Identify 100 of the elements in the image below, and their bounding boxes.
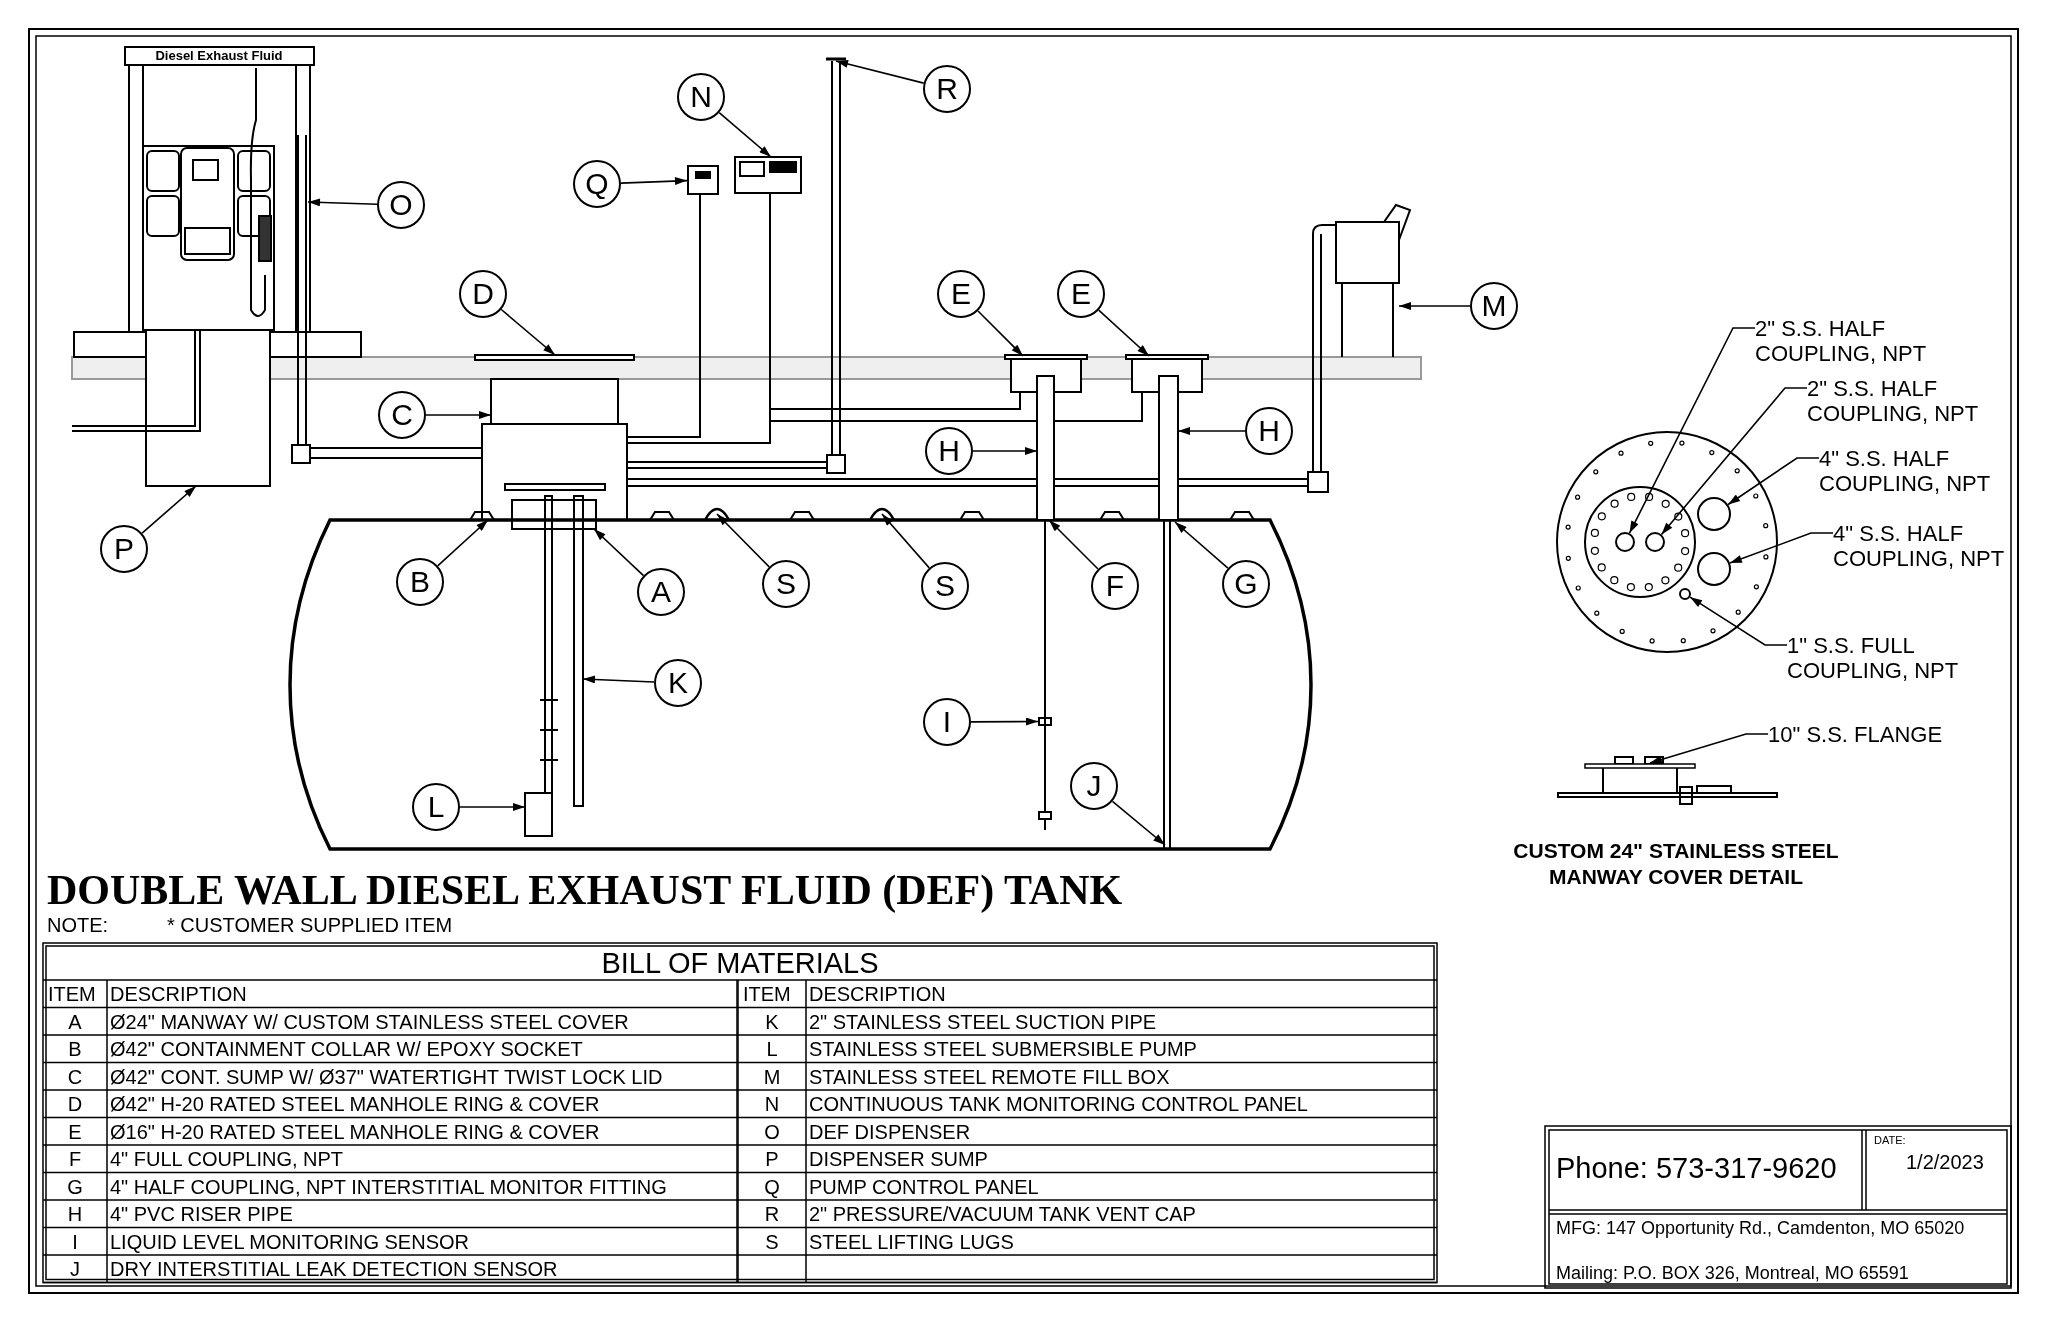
callout-bubble: K	[654, 659, 702, 707]
leader-arrow	[716, 513, 770, 568]
column-header: ITEM	[743, 982, 791, 1007]
item-description: CONTINUOUS TANK MONITORING CONTROL PANEL	[809, 1092, 1308, 1117]
table-title: BILL OF MATERIALS	[600, 946, 880, 981]
leader-arrow	[972, 447, 1038, 455]
item-letter: A	[67, 1009, 83, 1035]
leader-arrow	[1111, 800, 1166, 846]
leader-arrow	[718, 111, 772, 158]
leader-arrow	[1398, 302, 1471, 310]
callout-bubble: P	[100, 525, 148, 573]
leader-arrow	[582, 675, 655, 684]
item-description: 4" PVC RISER PIPE	[110, 1202, 293, 1227]
item-letter: N	[763, 1092, 781, 1117]
item-letter: F	[67, 1147, 83, 1172]
callout-bubble: E	[937, 270, 985, 318]
item-letter: P	[764, 1147, 780, 1172]
callout-bubble: L	[412, 783, 460, 831]
item-letter: J	[69, 1257, 81, 1282]
leader-arrow	[436, 519, 489, 567]
callout-bubble: J	[1070, 762, 1118, 810]
column-header: ITEM	[48, 982, 96, 1007]
phone-number: Phone: 573-317-9620	[1556, 1151, 1837, 1186]
leader-arrow	[970, 717, 1039, 726]
item-letter: S	[764, 1229, 780, 1255]
item-description: DISPENSER SUMP	[809, 1147, 988, 1172]
callout-bubble: Q	[573, 160, 621, 208]
coupling-hole	[1679, 588, 1691, 600]
callout-bubble: I	[923, 698, 971, 746]
callout-bubble: N	[677, 73, 725, 121]
callout-bubble: H	[925, 427, 973, 475]
column-header: DESCRIPTION	[809, 982, 946, 1007]
leader-arrow	[459, 803, 526, 811]
detail-caption: CUSTOM 24" STAINLESS STEEL MANWAY COVER DETAIL	[1512, 838, 1840, 891]
callout-text: 10" S.S. FLANGE	[1768, 722, 1943, 747]
item-letter: D	[66, 1092, 84, 1117]
leader-arrow	[835, 60, 925, 84]
item-description: 4" FULL COUPLING, NPT	[110, 1147, 344, 1172]
item-letter: I	[71, 1229, 79, 1255]
control-panel	[687, 165, 719, 195]
column-header: DESCRIPTION	[110, 982, 247, 1007]
item-description: PUMP CONTROL PANEL	[809, 1174, 1039, 1200]
leader-arrow	[1660, 387, 1808, 536]
callout-bubble: A	[637, 568, 685, 616]
callout-bubble: M	[1470, 282, 1518, 330]
leader-arrow	[1689, 596, 1788, 646]
item-description: Ø24" MANWAY W/ CUSTOM STAINLESS STEEL COVER	[110, 1009, 629, 1035]
coupling-hole	[1697, 497, 1731, 531]
item-description: 2" PRESSURE/VACUUM TANK VENT CAP	[809, 1202, 1196, 1227]
item-description: Ø42" CONT. SUMP W/ Ø37" WATERTIGHT TWIST LOCK LID	[110, 1064, 663, 1090]
callout-bubble: S	[921, 562, 969, 610]
callout-bubble: D	[459, 270, 507, 318]
date-label: DATE:	[1874, 1134, 1906, 1148]
item-description: STAINLESS STEEL REMOTE FILL BOX	[809, 1064, 1170, 1090]
callout-bubble: G	[1222, 560, 1270, 608]
callout-bubble: H	[1245, 407, 1293, 455]
coupling-hole	[1615, 532, 1635, 552]
item-letter: E	[67, 1119, 83, 1145]
item-letter: M	[762, 1064, 782, 1090]
callout-text: 4" S.S. HALF COUPLING, NPT	[1833, 521, 2023, 571]
item-description: DEF DISPENSER	[809, 1119, 971, 1145]
flange-plate	[1584, 763, 1696, 769]
callout-text: 2" S.S. HALF COUPLING, NPT	[1755, 316, 1945, 366]
drawing-title: DOUBLE WALL DIESEL EXHAUST FLUID (DEF) TANK	[47, 866, 1123, 914]
item-description: Ø42" CONTAINMENT COLLAR W/ EPOXY SOCKET	[110, 1037, 583, 1062]
coupling-hole	[1645, 532, 1665, 552]
callout-bubble: C	[378, 391, 426, 439]
leader-arrow	[307, 198, 378, 207]
item-description: Ø42" H-20 RATED STEEL MANHOLE RING & COVER	[110, 1092, 600, 1117]
level-sensor-float	[1038, 717, 1052, 726]
address-text: MFG: 147 Opportunity Rd., Camdenton, MO 65020	[1556, 1217, 1966, 1240]
item-description: 4" HALF COUPLING, NPT INTERSTITIAL MONITOR FITTING	[110, 1174, 667, 1200]
leader-arrow	[1628, 327, 1756, 534]
item-letter: G	[66, 1174, 84, 1200]
callout-text: 4" S.S. HALF COUPLING, NPT	[1819, 446, 2009, 496]
item-letter: B	[67, 1037, 83, 1062]
item-letter: K	[764, 1009, 780, 1035]
leader-arrow	[1177, 427, 1246, 435]
date-value: 1/2/2023	[1906, 1150, 1984, 1175]
leader-arrow	[1649, 733, 1769, 764]
callout-bubble: S	[762, 560, 810, 608]
leader-arrow	[593, 528, 645, 577]
leader-arrow	[1727, 457, 1820, 506]
callout-bubble: F	[1091, 562, 1139, 610]
leader-arrow	[141, 485, 197, 534]
leader-arrow	[1174, 521, 1229, 569]
item-letter: O	[763, 1119, 781, 1145]
leader-arrow	[500, 308, 556, 356]
leader-arrow	[881, 513, 930, 569]
callout-bubble: R	[923, 65, 971, 113]
callout-text: 1" S.S. FULL COUPLING, NPT	[1787, 633, 1977, 683]
item-description: 2" STAINLESS STEEL SUCTION PIPE	[809, 1009, 1157, 1035]
leader-arrow	[1729, 532, 1834, 564]
item-letter: L	[765, 1037, 779, 1062]
item-letter: C	[66, 1064, 84, 1090]
callout-bubble: B	[396, 558, 444, 606]
item-description: STEEL LIFTING LUGS	[809, 1229, 1014, 1255]
item-description: LIQUID LEVEL MONITORING SENSOR	[110, 1229, 469, 1255]
item-description: STAINLESS STEEL SUBMERSIBLE PUMP	[809, 1037, 1197, 1062]
callout-bubble: E	[1057, 270, 1105, 318]
